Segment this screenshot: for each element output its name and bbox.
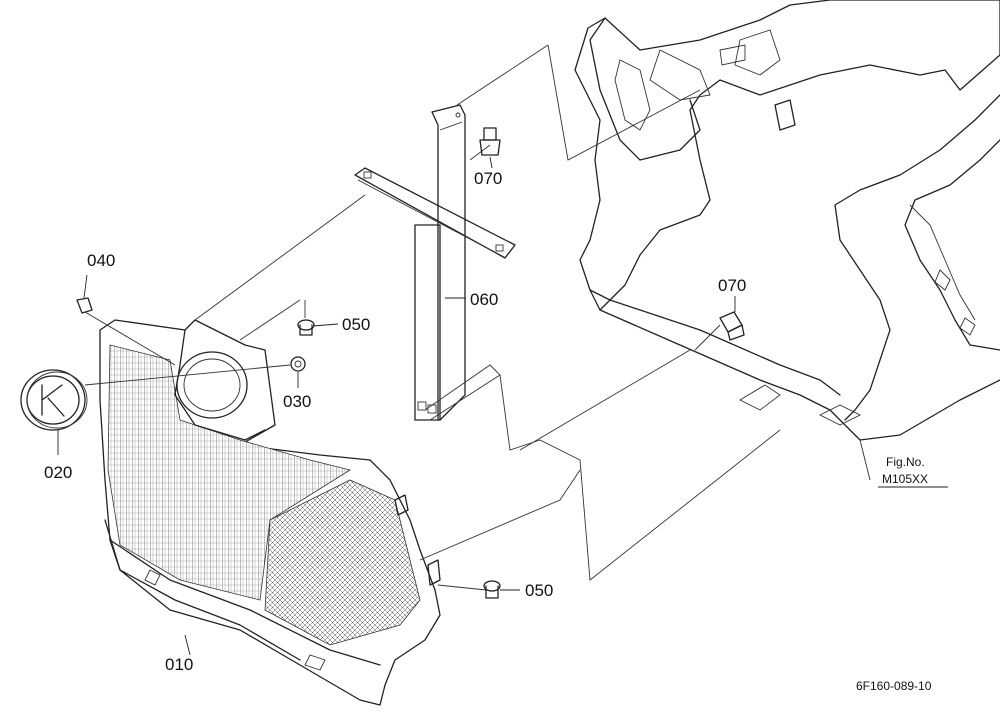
- leader-lines: [57, 156, 948, 656]
- label-020: 020: [44, 463, 72, 482]
- label-050-upper: 050: [342, 315, 370, 334]
- clip-040: [76, 297, 93, 314]
- drawing-code: 6F160-089-10: [856, 679, 932, 693]
- part-labels: 040 050 030 020 060 070 070 050 010: [44, 169, 746, 674]
- cross-bar: [354, 167, 516, 259]
- bonnet-assembly: [574, 0, 1000, 481]
- label-070-upper: 070: [474, 169, 502, 188]
- bracket-060: [414, 104, 466, 421]
- fig-ref-number: M105XX: [882, 472, 928, 486]
- label-040: 040: [87, 251, 115, 270]
- label-070-lower: 070: [718, 276, 746, 295]
- emblem-020: [20, 369, 88, 431]
- nut-030: [290, 356, 306, 372]
- label-010: 010: [165, 655, 193, 674]
- label-030: 030: [283, 392, 311, 411]
- bolt-050-lower: [483, 580, 501, 599]
- label-060: 060: [470, 290, 498, 309]
- fig-ref-title: Fig.No.: [886, 455, 925, 469]
- front-grille-010: [99, 319, 441, 706]
- figure-reference: Fig.No. M105XX: [882, 455, 928, 486]
- bolt-070-upper: [479, 127, 501, 156]
- assembly-lines: [84, 44, 781, 591]
- label-050-lower: 050: [525, 581, 553, 600]
- bolt-070-lower: [719, 311, 745, 341]
- bolt-050-upper: [297, 319, 315, 336]
